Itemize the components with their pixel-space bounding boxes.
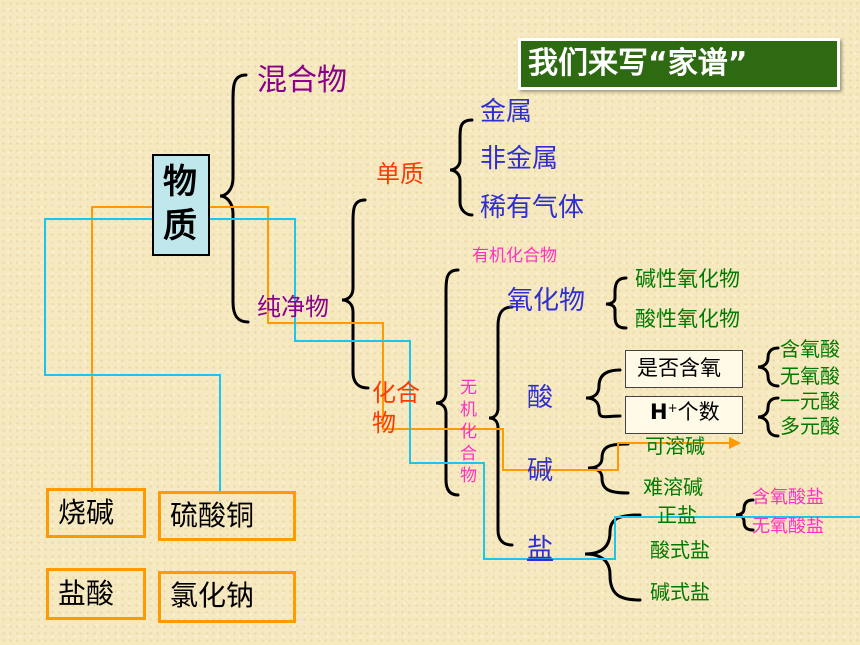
- acid-label: 酸: [527, 383, 554, 413]
- acid-criterion-h-box: [625, 396, 743, 434]
- element-type-nonmetal: 非金属: [480, 144, 559, 174]
- brace-salt: [584, 513, 642, 602]
- substance-box-caustic-soda[interactable]: [46, 488, 146, 538]
- base-type-soluble: 可溶碱: [645, 434, 705, 458]
- substance-copper-sulfate: 硫酸铜: [170, 499, 255, 532]
- acid-criterion-h: H+个数: [650, 402, 720, 423]
- root-box: [152, 154, 210, 256]
- normal-salt-type-oxy: 含氧酸盐: [752, 487, 824, 508]
- brace-element: [449, 118, 474, 217]
- salt-label: 盐: [527, 534, 554, 564]
- brace-base: [587, 442, 630, 495]
- h-symbol: H: [650, 400, 668, 424]
- substance-box-hydrochloric-acid[interactable]: [46, 568, 146, 620]
- organic-label: 有机化合物: [472, 246, 557, 266]
- substance-caustic-soda: 烧碱: [58, 496, 115, 529]
- brace-acid-h: [757, 396, 780, 438]
- root-label: 物质: [163, 162, 197, 246]
- element-type-metal: 金属: [480, 97, 533, 127]
- acid-type-poly: 多元酸: [780, 414, 840, 438]
- base-type-insoluble: 难溶碱: [643, 475, 703, 499]
- salt-type-normal: 正盐: [657, 503, 697, 527]
- pure-label: 纯净物: [257, 293, 329, 321]
- base-label: 碱: [527, 456, 554, 486]
- brace-oxide: [605, 276, 628, 330]
- substance-box-copper-sulfate[interactable]: [158, 491, 296, 541]
- acid-type-non-oxy: 无氧酸: [780, 364, 840, 388]
- brace-normal-salt: [735, 498, 755, 532]
- oxide-type-basic: 碱性氧化物: [635, 267, 740, 291]
- braces: [219, 73, 780, 602]
- element-type-noble-gas: 稀有气体: [480, 193, 585, 223]
- brace-acid: [585, 368, 622, 419]
- salt-type-acidic: 酸式盐: [650, 538, 710, 562]
- brace-root: [219, 73, 250, 324]
- acid-criterion-oxygen: 是否含氧: [637, 356, 721, 380]
- mixture-label: 混合物: [257, 63, 347, 98]
- cyan-connector-1: [44, 218, 860, 560]
- brace-pure: [341, 198, 370, 390]
- brace-acid-oxygen: [757, 346, 780, 388]
- brace-inorganic: [488, 305, 514, 547]
- title-banner: [518, 38, 840, 90]
- compound-label: 化合物: [372, 379, 420, 437]
- brace-compound: [435, 268, 460, 497]
- salt-type-basic: 碱式盐: [650, 580, 710, 604]
- normal-salt-type-non-oxy: 无氧酸盐: [752, 516, 824, 537]
- inorganic-label: 无机化合物: [460, 378, 477, 486]
- orange-arrowhead: [729, 437, 741, 449]
- oxide-label: 氧化物: [507, 286, 586, 316]
- h-count-text: 个数: [677, 400, 720, 424]
- acid-type-mono: 一元酸: [780, 389, 840, 413]
- element-label: 单质: [376, 160, 424, 188]
- h-charge: +: [667, 401, 678, 415]
- acid-criterion-oxygen-box: [625, 350, 743, 388]
- acid-type-oxy: 含氧酸: [780, 337, 840, 361]
- substance-sodium-chloride: 氯化钠: [170, 579, 255, 612]
- substance-hydrochloric-acid: 盐酸: [58, 577, 115, 610]
- oxide-type-acidic: 酸性氧化物: [635, 307, 740, 331]
- substance-box-sodium-chloride[interactable]: [158, 571, 296, 623]
- title-text: 我们来写“家谱”: [528, 46, 748, 81]
